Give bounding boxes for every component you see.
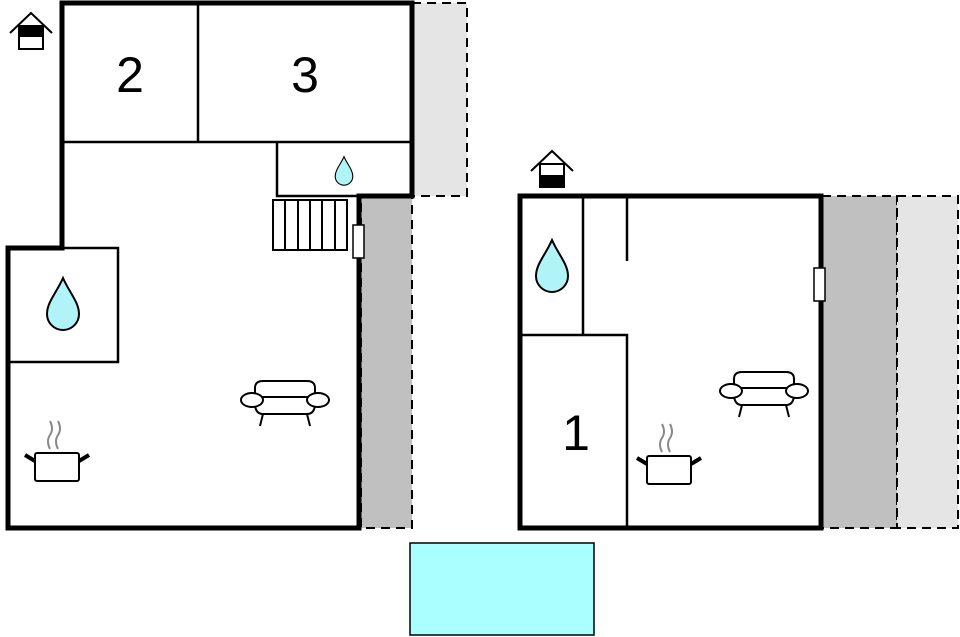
door-icon (352, 224, 365, 259)
swimming-pool (409, 542, 595, 636)
terrace-open (411, 2, 468, 197)
room-label-3: 3 (291, 47, 319, 103)
terrace-covered (360, 195, 413, 529)
room-label-2: 2 (116, 47, 144, 103)
upper-floor-building (5, 0, 415, 531)
house-upper-floor-icon (9, 11, 53, 50)
room-label-1: 1 (562, 405, 590, 461)
terrace-covered (821, 195, 898, 529)
stairs-icon (272, 199, 348, 251)
door-icon (813, 267, 826, 302)
house-ground-floor-icon (530, 149, 574, 188)
terrace-open (896, 195, 959, 529)
